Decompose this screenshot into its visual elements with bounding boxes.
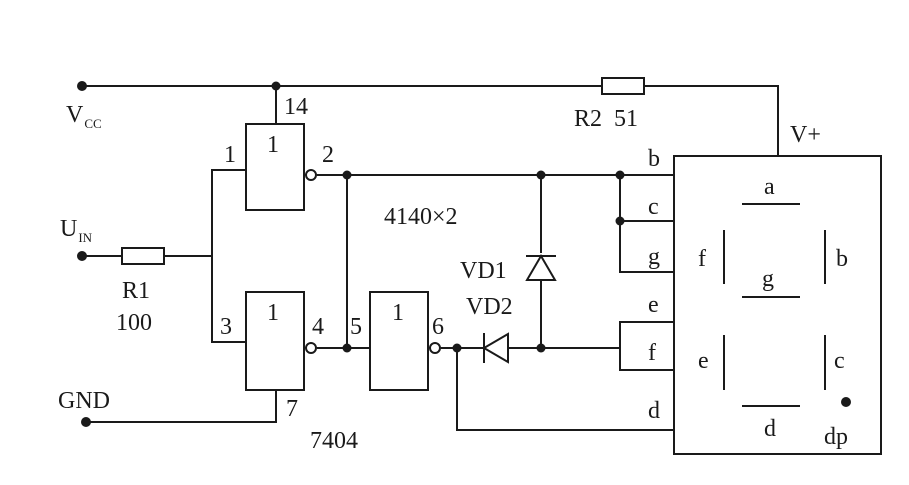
diode-vd2 — [482, 332, 509, 364]
gate-pin-labels: 14 1 2 3 4 5 6 7 — [220, 94, 444, 422]
resistor-r2 — [601, 77, 645, 95]
segment-label-b: b — [836, 246, 848, 272]
pin-label-14: 14 — [284, 94, 308, 120]
resistor-r1 — [121, 247, 165, 265]
gate-2-inversion-bubble — [305, 342, 317, 354]
segment-label-g: g — [762, 266, 774, 292]
segment-label-d: d — [764, 416, 776, 442]
pin-label-5: 5 — [350, 314, 362, 340]
diode-vd1-triangle — [525, 254, 557, 281]
display-body — [673, 155, 882, 455]
junction-pin2 — [342, 170, 352, 180]
segment-label-e: e — [698, 348, 709, 374]
pin-label-7: 7 — [286, 396, 298, 422]
segment-label-f: f — [698, 246, 706, 272]
wires — [81, 85, 779, 431]
display-pin-g: g — [648, 244, 660, 270]
gate-3: 1 — [369, 291, 441, 391]
pin-label-1: 1 — [224, 142, 236, 168]
gate-1-inversion-bubble — [305, 169, 317, 181]
gate-1-body — [245, 123, 305, 211]
pin-label-3: 3 — [220, 314, 232, 340]
junction-vd1-bottom — [536, 343, 546, 353]
display-pin-b: b — [648, 146, 660, 172]
seven-segment-display: a f b g e c d dp — [673, 155, 882, 455]
vplus-label: V+ — [790, 122, 821, 148]
junction-vd1-top — [536, 170, 546, 180]
display-pin-f: f — [648, 340, 656, 366]
gate-2: 1 — [245, 291, 317, 391]
diode-vd2-triangle — [482, 332, 509, 364]
segment-dp — [841, 397, 851, 407]
segment-label-c: c — [834, 348, 845, 374]
gnd-label: GND — [58, 388, 110, 414]
vcc-label-main: V — [66, 102, 84, 128]
junction-pin14 — [271, 81, 281, 91]
uin-label-main: U — [60, 216, 77, 242]
gate-2-symbol: 1 — [267, 300, 279, 326]
display-pin-d: d — [648, 398, 660, 424]
component-labels: VCC UIN GND R1 100 R2 51 V+ 7404 4140×2 … — [58, 102, 821, 454]
terminals — [77, 81, 91, 427]
pin-label-6: 6 — [432, 314, 444, 340]
chip-label: 7404 — [310, 428, 358, 454]
diode-vd1 — [525, 254, 557, 281]
gate-1: 1 — [245, 123, 317, 211]
terminal-uin — [77, 251, 87, 261]
gate-3-inversion-bubble — [429, 342, 441, 354]
vd2-label: VD2 — [466, 294, 513, 320]
r2-label: R2 51 — [574, 106, 638, 132]
display-pin-c: c — [648, 194, 659, 220]
junction-c — [615, 216, 625, 226]
uin-label-subscript: IN — [78, 230, 92, 245]
vd1-label: VD1 — [460, 258, 507, 284]
gate-3-body — [369, 291, 429, 391]
r1-value-label: 100 — [116, 310, 152, 336]
display-pin-e: e — [648, 292, 659, 318]
gate-3-symbol: 1 — [392, 300, 404, 326]
r1-name-label: R1 — [122, 278, 150, 304]
junction-b — [615, 170, 625, 180]
segment-label-dp: dp — [824, 424, 848, 450]
pin-label-4: 4 — [312, 314, 324, 340]
segment-label-a: a — [764, 174, 775, 200]
terminal-gnd — [81, 417, 91, 427]
gate-1-symbol: 1 — [267, 132, 279, 158]
display-pin-labels: b c g e f d — [648, 146, 660, 424]
junctions — [271, 81, 625, 353]
gate-2-body — [245, 291, 305, 391]
diodes-label: 4140×2 — [384, 204, 458, 230]
vcc-label-subscript: CC — [84, 116, 101, 131]
pin-label-2: 2 — [322, 142, 334, 168]
uin-label: UIN — [60, 216, 93, 245]
junction-pin6 — [452, 343, 462, 353]
terminal-vcc — [77, 81, 87, 91]
junction-pin5 — [342, 343, 352, 353]
vcc-label: VCC — [66, 102, 102, 131]
